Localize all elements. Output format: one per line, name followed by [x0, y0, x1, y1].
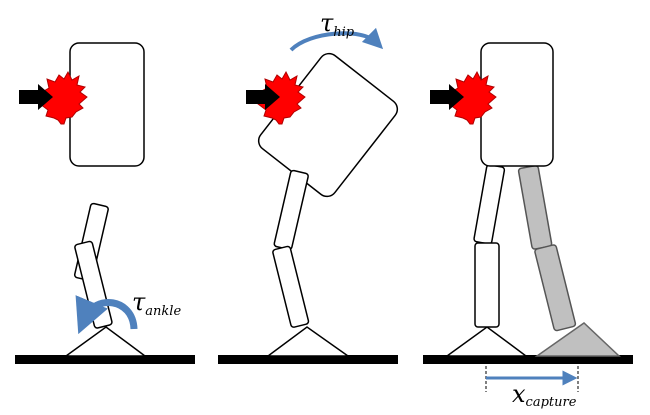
thigh: [273, 169, 309, 251]
push-arrow: [19, 84, 53, 110]
ankle-torque-label: τankle: [132, 288, 181, 319]
foot: [265, 326, 351, 357]
panel-stepping-strategy: xcapture: [423, 42, 633, 410]
shin: [74, 240, 113, 329]
ground-bar: [15, 355, 195, 364]
panel-ankle-strategy: τankle: [15, 42, 195, 364]
stepping-thigh: [517, 164, 553, 250]
ground-bar: [423, 355, 633, 364]
push-arrow: [246, 84, 280, 110]
hip-torque-arrow: [289, 27, 384, 52]
hip-torque-label: τhip: [320, 9, 355, 40]
push-arrow: [430, 84, 464, 110]
torso-tilted: [257, 52, 399, 198]
ankle-torque-arrow: [75, 295, 138, 335]
capture-label: xcapture: [512, 380, 577, 410]
torso: [480, 42, 554, 167]
shin: [272, 245, 310, 328]
stepping-shin: [534, 244, 577, 332]
stance-thigh: [473, 164, 506, 245]
panel-hip-strategy: τhip: [218, 9, 399, 364]
torso: [69, 42, 145, 167]
stance-foot: [444, 326, 529, 357]
stepping-foot: [534, 322, 621, 357]
stance-shin: [474, 242, 500, 328]
ground-bar: [218, 355, 398, 364]
foot: [63, 326, 148, 357]
